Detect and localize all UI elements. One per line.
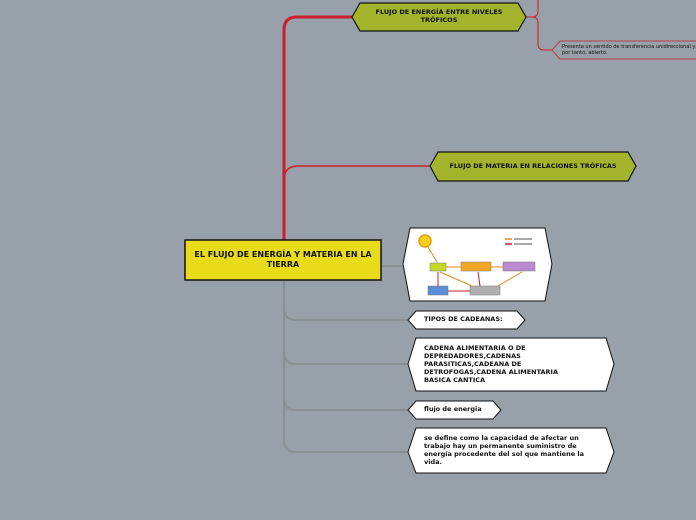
- arrow-c-d: [477, 271, 481, 287]
- predators-box: [502, 261, 536, 272]
- arrow-pr-d: [497, 271, 523, 287]
- legend-text-1: [514, 238, 532, 240]
- connector-flujo: [283, 352, 408, 411]
- connector-subtopic: [531, 16, 552, 51]
- sun-arrow: [427, 246, 438, 263]
- tipos-label: TIPOS DE CADEANAS:: [424, 315, 503, 324]
- subtopic-label: Presenta un sentido de transferencia uni…: [562, 43, 696, 56]
- connector-energia-up: [526, 0, 539, 18]
- branch-energia-node[interactable]: [351, 2, 527, 32]
- flujo-node[interactable]: [407, 400, 502, 420]
- food-chain-image: [418, 234, 536, 296]
- sun-icon: [418, 234, 432, 248]
- arrow-p-d: [439, 271, 473, 287]
- flujo-label: flujo de energia: [424, 405, 482, 414]
- central-topic-node[interactable]: [184, 239, 382, 281]
- connector-materia: [283, 165, 430, 246]
- connector-energia: [282, 15, 352, 246]
- consumers-box: [460, 261, 492, 272]
- tipos-node[interactable]: [407, 310, 526, 330]
- cadena-label: CADENA ALIMENTARIA O DE DEPREDADORES,CAD…: [424, 344, 559, 384]
- cadena-node[interactable]: [407, 337, 615, 392]
- central-topic-label: EL FLUJO DE ENERGÍA Y MATERIA EN LA TIER…: [194, 250, 372, 269]
- definicion-node[interactable]: [407, 427, 615, 474]
- connector-cadena: [283, 308, 408, 365]
- producers-box: [429, 262, 447, 272]
- decomposers-box: [469, 285, 501, 296]
- subtopic-node[interactable]: [551, 40, 696, 60]
- connector-definicion: [283, 398, 408, 453]
- branch-materia-label: FLUJO DE MATERIA EN RELACIONES TRÓFICAS: [449, 161, 617, 170]
- definicion-label: se define como la capacidad de afectar u…: [424, 434, 585, 466]
- legend-text-2: [514, 243, 532, 245]
- minerals-box: [427, 285, 449, 296]
- branch-energia-label: FLUJO DE ENERGÍA ENTRE NIVELES TRÓFICOS: [375, 8, 503, 24]
- branch-materia-node[interactable]: [429, 151, 637, 182]
